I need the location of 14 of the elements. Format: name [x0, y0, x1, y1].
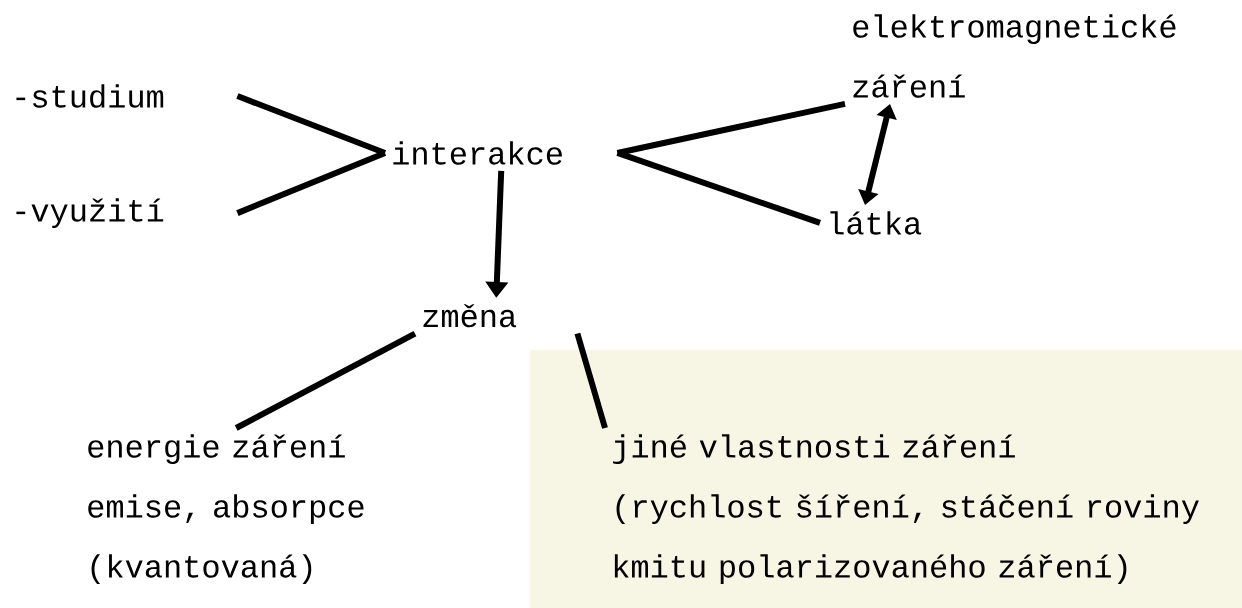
connector-line — [616, 150, 821, 226]
node-text: energie záření emise, absorpce (kvantovaná) — [88, 434, 364, 585]
node-text: látka — [830, 211, 922, 235]
node-text: jiné vlastnosti záření (rychlost šíření, stáčení roviny kmitu polarizovaného záření) — [613, 434, 1199, 585]
connector-line — [236, 150, 387, 216]
connector-line — [574, 332, 608, 429]
node-text: -využití — [16, 198, 164, 228]
connector-line — [236, 93, 387, 156]
node-text: změna — [423, 304, 517, 328]
node-text: elektromagnetické záření — [853, 14, 1176, 98]
node-text: -studium — [16, 84, 164, 108]
node-text: interakce — [393, 141, 562, 165]
connector-line — [616, 100, 846, 156]
connector-line — [234, 330, 417, 431]
